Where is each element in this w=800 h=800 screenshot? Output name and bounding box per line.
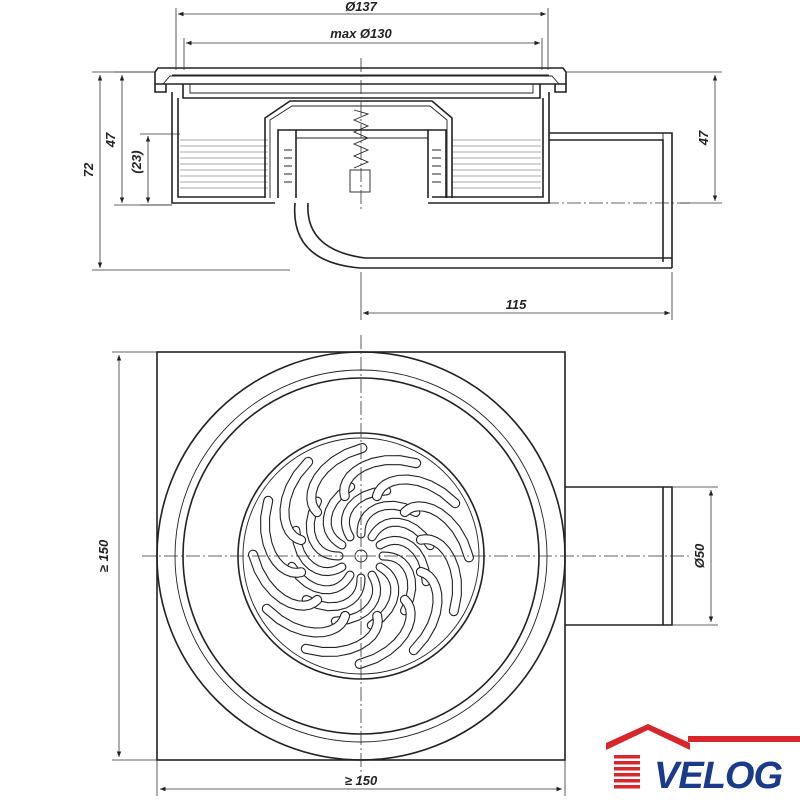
side-view-dimensions: Ø137 max Ø130 72 47 (23) 47 115 <box>81 0 722 320</box>
grate-slot <box>340 456 421 500</box>
dim-width-vertical: ≥ 150 <box>96 539 111 572</box>
logo-roof <box>606 724 690 750</box>
grate-slot <box>262 604 349 637</box>
side-view <box>154 58 690 269</box>
grate-slots <box>248 443 474 669</box>
grate-slot <box>249 550 322 610</box>
top-view <box>142 335 690 778</box>
grate-slot <box>376 536 430 586</box>
grate-slot <box>280 457 313 544</box>
grate-slot <box>357 501 420 538</box>
grate-slot <box>368 518 434 550</box>
logo-text: VELOG <box>654 755 782 797</box>
body-hatching <box>180 139 541 189</box>
grate-slot <box>341 487 391 541</box>
grate-slot <box>400 502 473 562</box>
dim-body-height-right: 47 <box>696 130 711 146</box>
grate-slot <box>307 444 367 517</box>
grate-slot <box>261 496 305 577</box>
velog-logo: VELOG <box>606 724 800 797</box>
grate-slot <box>306 497 343 560</box>
grate-slot <box>288 562 354 594</box>
dim-outlet-length: 115 <box>506 297 527 312</box>
grate-slot <box>292 526 346 576</box>
dim-total-height: 72 <box>81 162 96 177</box>
grate-slot <box>367 563 399 629</box>
dim-outlet-diameter: Ø50 <box>692 543 707 568</box>
grate-slot <box>331 571 381 625</box>
grate-slot <box>301 612 382 656</box>
grate-slot <box>409 568 442 655</box>
dim-outer-diameter: Ø137 <box>345 0 378 14</box>
dim-inner-height: (23) <box>129 150 144 173</box>
dim-max-diameter: max Ø130 <box>330 26 392 41</box>
dim-width-horizontal: ≥ 150 <box>345 773 378 788</box>
dim-body-height-left: 47 <box>103 132 118 148</box>
grate-slot <box>379 552 416 615</box>
grate-slot <box>323 483 355 549</box>
grate-slot <box>302 574 365 611</box>
grate-slot <box>417 535 461 616</box>
top-view-dimensions: ≥ 150 ≥ 150 Ø50 <box>96 351 718 796</box>
logo-stripes <box>614 755 640 789</box>
grate-slot <box>373 475 460 508</box>
grate-slot <box>355 595 415 668</box>
